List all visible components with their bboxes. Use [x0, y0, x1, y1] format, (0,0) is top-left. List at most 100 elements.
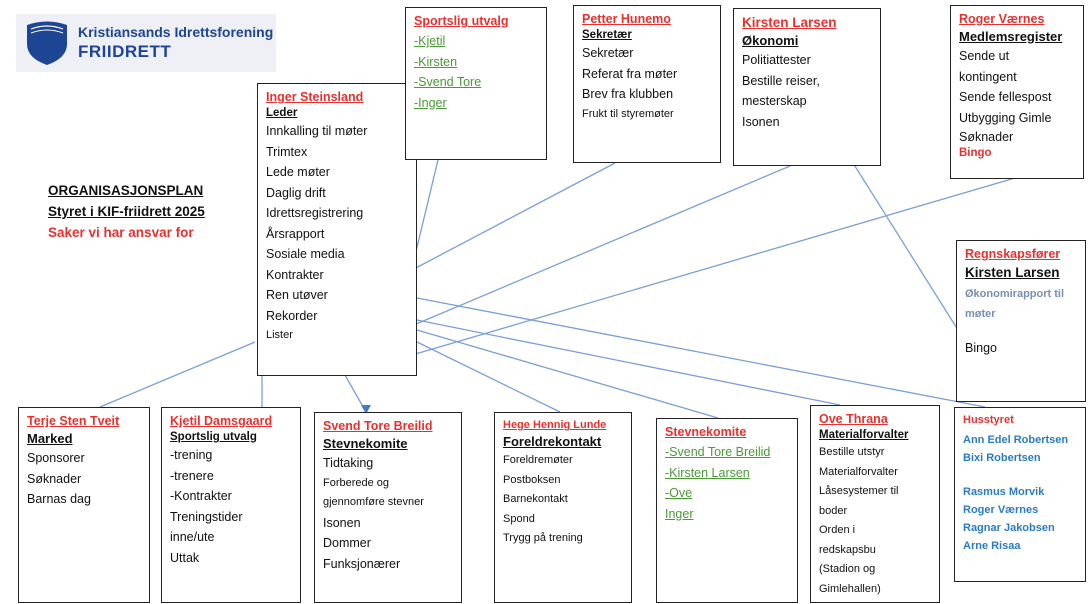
connector-leader-hege [416, 341, 561, 413]
task-item: Bestille utstyr [819, 446, 885, 458]
task-item: Tidtaking [323, 456, 374, 470]
role-title: Materialforvalter [819, 429, 909, 441]
group-name: Stevnekomite [665, 425, 747, 439]
hege-box: Hege Hennig Lunde Foreldrekontakt Foreld… [494, 412, 632, 603]
person-name: Roger Værnes [959, 12, 1045, 26]
task-item: Søknader [959, 130, 1014, 144]
role-name: Regnskapsfører [965, 247, 1061, 261]
role-title: Sportslig utvalg [170, 431, 257, 443]
task-item: Trygg på trening [503, 532, 583, 544]
role-title: Stevnekomite [323, 436, 408, 451]
person-name: Kjetil Damsgaard [170, 414, 273, 428]
person-name: Terje Sten Tveit [27, 414, 120, 428]
task-item: Treningstider [170, 509, 243, 524]
task-item: Dommer [323, 536, 371, 550]
regnskapsforer-box: Regnskapsfører Kirsten Larsen Økonomirap… [956, 240, 1086, 402]
person-name: Kirsten Larsen [742, 15, 837, 30]
org-title: ORGANISASJONSPLAN [48, 183, 204, 198]
task-item: Daglig drift [266, 185, 326, 200]
task-item: Ren utøver [266, 288, 328, 302]
person-name: Kirsten Larsen [965, 265, 1060, 280]
member-item: -Inger [414, 95, 447, 110]
task-item: Bingo [965, 341, 997, 355]
task-item: Sende fellespost [959, 90, 1052, 104]
role-title: Marked [27, 431, 73, 446]
person-name: Ove Thrana [819, 412, 888, 426]
connector-leader-petter [411, 162, 616, 271]
task-item: (Stadion og [819, 563, 876, 575]
task-item: Bestille reiser, [742, 73, 820, 88]
person-name: Petter Hunemo [582, 12, 671, 26]
roger-box: Roger Værnes Medlemsregister Sende ut ko… [950, 5, 1084, 179]
task-item: Foreldremøter [503, 454, 573, 466]
petter-box: Petter Hunemo Sekretær Sekretær Referat … [573, 5, 721, 163]
note-text: Økonomirapport til [965, 288, 1064, 300]
task-item: Isonen [323, 515, 361, 530]
task-item: Frukt til styremøter [582, 107, 674, 120]
logo-text-club: Kristiansands Idrettsforening [78, 24, 274, 40]
role-title: Sekretær [582, 29, 632, 41]
task-item: mesterskap [742, 94, 807, 108]
kjetil-box: Kjetil Damsgaard Sportslig utvalg -treni… [161, 407, 301, 603]
group-name: Sportslig utvalg [414, 14, 509, 28]
group-name: Husstyret [963, 414, 1014, 426]
kirsten-box: Kirsten Larsen Økonomi Politiattester Be… [733, 8, 881, 166]
husstyret-box: Husstyret Ann Edel Robertsen Bixi Robert… [954, 407, 1086, 582]
task-item: Innkalling til møter [266, 124, 368, 138]
member-item: Roger Værnes [963, 504, 1039, 516]
connector-leader-ove [416, 319, 841, 406]
member-item: Inger [665, 506, 694, 521]
member-item: Ragnar Jakobsen [963, 522, 1055, 534]
task-item: Sekretær [582, 46, 634, 60]
person-name: Inger Steinsland [266, 90, 364, 104]
svend-box: Svend Tore Breilid Stevnekomite Tidtakin… [314, 412, 462, 603]
connector-leader-svend [344, 374, 367, 413]
member-item: Ann Edel Robertsen [963, 434, 1069, 446]
member-item: -Svend Tore [414, 75, 482, 89]
task-item: Politiattester [742, 53, 811, 67]
connector-leader-terje [99, 341, 256, 408]
task-item: -trening [170, 448, 213, 462]
task-item: Låsesystemer til [819, 485, 899, 497]
task-item: Rekorder [266, 308, 318, 323]
ove-box: Ove Thrana Materialforvalter Bestille ut… [810, 405, 940, 603]
member-item: -Kjetil [414, 34, 446, 48]
connector-leader-stevne [416, 329, 719, 419]
task-item-bingo: Bingo [959, 147, 992, 159]
terje-box: Terje Sten Tveit Marked Sponsorer Søknad… [18, 407, 150, 603]
member-item: Arne Risaa [963, 540, 1021, 552]
member-item: Rasmus Morvik [963, 486, 1045, 498]
task-item: Lister [266, 329, 293, 341]
note-text: møter [965, 308, 996, 320]
org-title-block: ORGANISASJONSPLAN Styret i KIF-friidrett… [48, 180, 205, 243]
connector-leader-roger [411, 177, 1016, 356]
task-item: kontingent [959, 69, 1017, 84]
task-item: -Kontrakter [170, 489, 232, 503]
connector-kirsten-regnskap [847, 154, 959, 331]
member-item: -Svend Tore Breilid [665, 445, 771, 459]
member-item: -Kirsten Larsen [665, 465, 750, 480]
person-name: Svend Tore Breilid [323, 419, 433, 433]
task-item: Forberede og [323, 476, 390, 489]
task-item: Kontrakter [266, 267, 324, 282]
task-item: Lede møter [266, 165, 330, 179]
task-item: Barnekontakt [503, 493, 568, 505]
kif-logo: Kristiansands Idrettsforening FRIIDRETT [16, 14, 276, 72]
sportslig-utvalg-box: Sportslig utvalg -Kjetil -Kirsten -Svend… [405, 7, 547, 160]
task-item: Gimlehallen) [819, 582, 881, 595]
task-item: Årsrapport [266, 226, 325, 241]
task-item: Sosiale media [266, 247, 345, 261]
task-item: gjennomføre stevner [323, 496, 424, 508]
role-title: Leder [266, 107, 298, 119]
task-item: Referat fra møter [582, 66, 678, 81]
task-item: Brev fra klubben [582, 87, 674, 101]
task-item: Utbygging Gimle [959, 110, 1052, 125]
person-name: Hege Hennig Lunde [503, 419, 607, 431]
task-item: Sende ut [959, 49, 1010, 63]
role-title: Medlemsregister [959, 29, 1063, 44]
task-item: inne/ute [170, 530, 215, 544]
task-item: Orden i [819, 524, 856, 536]
task-item: Idrettsregistrering [266, 206, 364, 220]
task-item: Barnas dag [27, 492, 91, 506]
org-board-title: Styret i KIF-friidrett 2025 [48, 204, 205, 219]
